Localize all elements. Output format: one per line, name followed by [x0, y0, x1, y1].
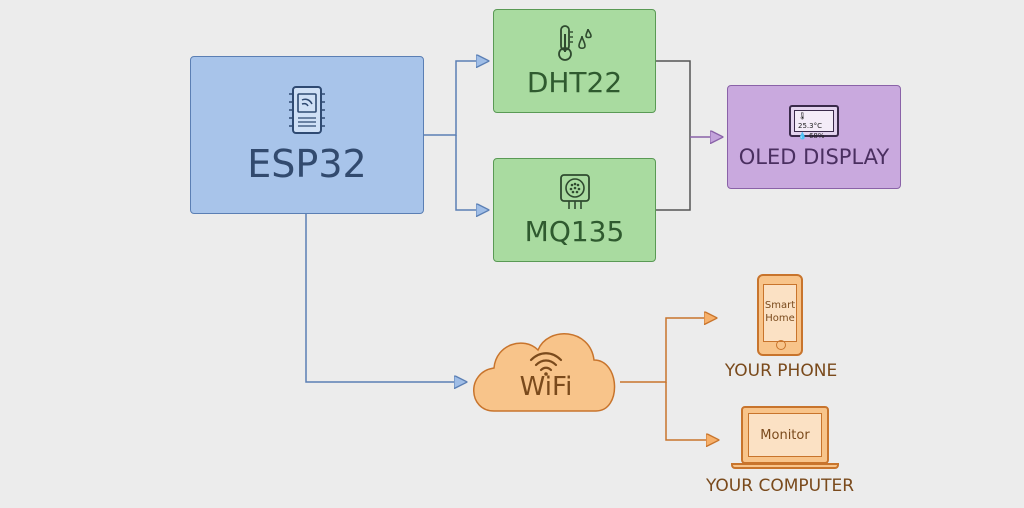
smartphone-icon: Smart Home	[757, 274, 803, 356]
wifi-to-devices-link	[620, 318, 718, 440]
thermometer-icon: 🌡	[798, 112, 807, 120]
display-icon: 🌡 25.3°C 💧 68%	[789, 105, 839, 140]
phone-label: YOUR PHONE	[724, 361, 838, 381]
oled-display-box: 🌡 25.3°C 💧 68% OLED DISPLAY	[727, 85, 901, 189]
laptop-icon: Monitor	[741, 406, 829, 464]
wifi-label: WiFi	[519, 372, 573, 402]
oled-humidity-reading: 68%	[808, 132, 825, 140]
wifi-cloud	[473, 333, 616, 412]
gas-sensor-icon	[559, 173, 590, 209]
oled-temp-reading: 25.3°C	[798, 122, 822, 130]
esp32-label: ESP32	[247, 142, 367, 186]
mq135-box: MQ135	[493, 158, 656, 262]
computer-screen-text: Monitor	[748, 413, 822, 457]
wifi-icon	[529, 352, 563, 376]
chip-icon	[289, 86, 325, 134]
esp-to-wifi-link	[305, 214, 466, 382]
computer-label: YOUR COMPUTER	[705, 476, 855, 496]
dht22-box: DHT22	[493, 9, 656, 113]
sensors-to-oled-link	[656, 60, 722, 211]
oled-label: OLED DISPLAY	[738, 145, 890, 169]
dht22-label: DHT22	[526, 65, 623, 99]
laptop-base	[731, 463, 839, 469]
droplet-icon: 💧	[798, 132, 807, 140]
phone-screen-line1: Smart	[764, 300, 796, 311]
thermometer-droplet-icon	[557, 24, 592, 61]
mq135-label: MQ135	[524, 214, 625, 248]
esp-to-sensors-link	[424, 61, 488, 210]
phone-screen-line2: Home	[765, 313, 795, 324]
esp32-box: ESP32	[190, 56, 424, 214]
